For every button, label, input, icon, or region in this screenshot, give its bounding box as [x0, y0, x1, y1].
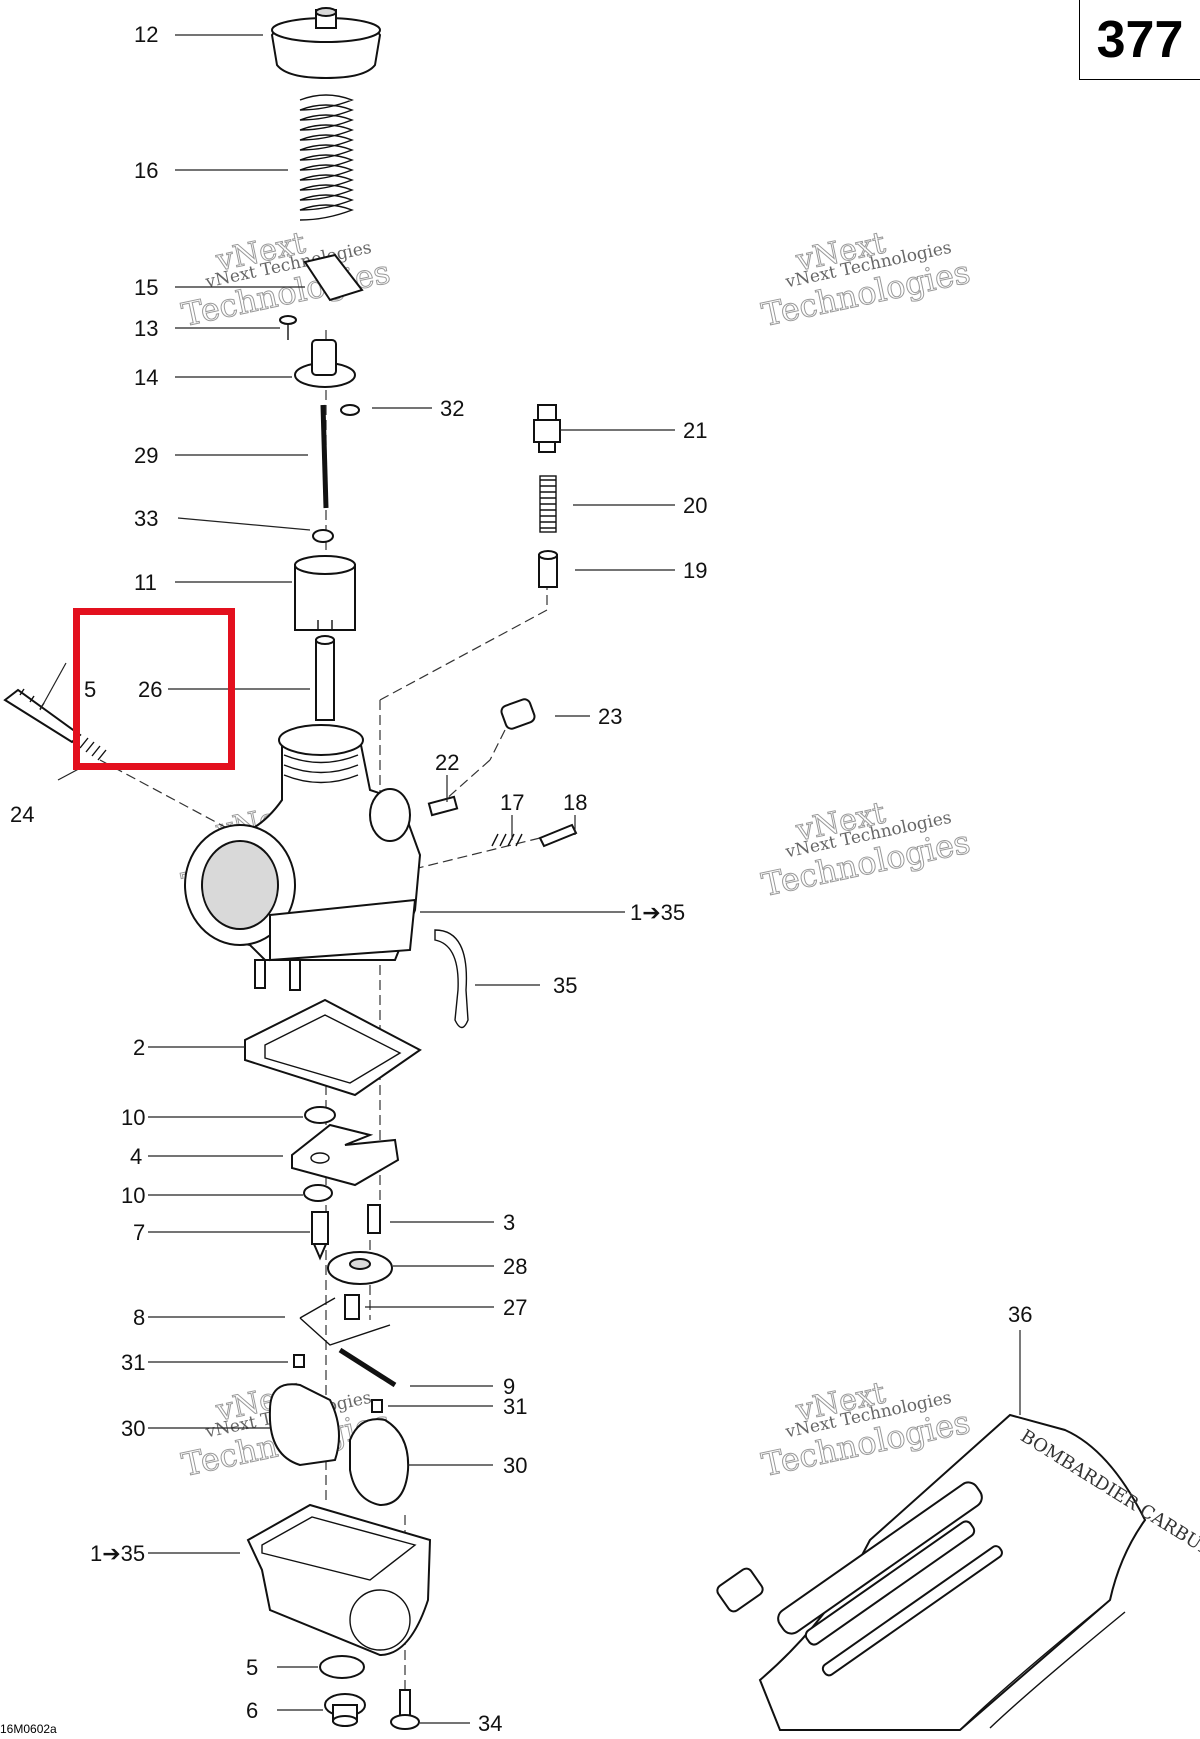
- part-16-spring: [299, 94, 354, 221]
- part-6-drain-plug: [324, 1693, 366, 1727]
- callout-11: 11: [134, 570, 157, 595]
- part-28-baffle: [327, 1251, 393, 1285]
- callout-8: 8: [133, 1305, 145, 1330]
- part-33-washer: [312, 529, 334, 543]
- part-35-gasket-ring: [434, 929, 469, 1029]
- part-30-float-right: [349, 1418, 410, 1507]
- callout-33: 33: [134, 506, 158, 531]
- part-8-float-arm: [299, 1297, 391, 1346]
- part-4-plate: [291, 1123, 400, 1187]
- callout-22: 22: [435, 750, 459, 775]
- callout-2: 2: [133, 1035, 145, 1060]
- callout-1-35-lower: 1➔35: [90, 1541, 145, 1566]
- callout-23: 23: [598, 704, 622, 729]
- callout-36: 36: [1008, 1302, 1032, 1327]
- callout-30-left: 30: [121, 1416, 145, 1441]
- callout-18: 18: [563, 790, 587, 815]
- part-31-pin-a: [293, 1354, 305, 1368]
- page-number: 377: [1096, 10, 1184, 69]
- callout-4: 4: [130, 1144, 142, 1169]
- figure-code: 16M0602a: [0, 1722, 57, 1736]
- watermark-top-left: vNext vNext Technologies Technologies: [178, 225, 394, 334]
- callout-10-lower: 10: [121, 1183, 145, 1208]
- callout-3: 3: [503, 1210, 515, 1235]
- callout-labels: 12 16 15 13 14 32 29 21 20 33 19 11 5 26…: [10, 22, 1032, 1736]
- callout-29: 29: [134, 443, 158, 468]
- callout-19: 19: [683, 558, 707, 583]
- callout-5-lower: 5: [246, 1655, 258, 1680]
- float-bowl: [246, 1503, 432, 1657]
- part-26-needle-jet: [315, 635, 335, 721]
- page-number-box: 377: [1079, 0, 1200, 80]
- watermark-mid-right: vNext vNext Technologies Technologies: [758, 795, 974, 904]
- highlight-box: [73, 608, 235, 770]
- part-7-needle-valve: [311, 1211, 329, 1261]
- callout-24: 24: [10, 802, 34, 827]
- part-2-gasket: [244, 998, 422, 1097]
- callout-17: 17: [500, 790, 524, 815]
- part-14-needle-holder: [294, 339, 356, 388]
- part-20-spring: [539, 475, 557, 533]
- part-13-screw: [279, 315, 297, 340]
- callout-1-35-upper: 1➔35: [630, 900, 685, 925]
- callout-30-right: 30: [503, 1453, 527, 1478]
- callout-26: 26: [138, 677, 162, 702]
- callout-15: 15: [134, 275, 158, 300]
- part-32-e-clip: [340, 404, 360, 416]
- leader-lines: [39, 34, 1021, 1724]
- watermark-top-right: vNext vNext Technologies Technologies: [758, 225, 974, 334]
- part-5-gasket-lower: [319, 1655, 365, 1679]
- part-10-o-ring-lower: [303, 1184, 333, 1202]
- callout-27: 27: [503, 1295, 527, 1320]
- carburetor-body: [184, 724, 422, 991]
- part-11-throttle-slide: [294, 555, 356, 631]
- part-18-idle-screw: [538, 823, 578, 848]
- part-9-float-pin: [338, 1347, 397, 1388]
- callout-5-upper: 5: [84, 677, 96, 702]
- part-22-screw: [427, 795, 459, 817]
- callout-34: 34: [478, 1711, 502, 1736]
- callout-16: 16: [134, 158, 158, 183]
- callout-32: 32: [440, 396, 464, 421]
- callout-13: 13: [134, 316, 158, 341]
- callout-35: 35: [553, 973, 577, 998]
- callout-28: 28: [503, 1254, 527, 1279]
- part-3-pilot-jet: [367, 1204, 381, 1234]
- part-10-o-ring-upper: [304, 1106, 336, 1124]
- watermark-bottom-right: vNext vNext Technologies Technologies: [758, 1375, 974, 1484]
- part-17-spring: [491, 833, 523, 847]
- callout-6: 6: [246, 1698, 258, 1723]
- part-23-cap: [500, 698, 536, 730]
- part-29-jet-needle: [320, 404, 329, 509]
- part-24-spring: [79, 737, 107, 761]
- part-19-plunger: [538, 550, 558, 588]
- part-27-main-jet: [344, 1294, 360, 1320]
- part-30-float-left: [268, 1383, 340, 1467]
- callout-7: 7: [133, 1220, 145, 1245]
- callout-31-right: 31: [503, 1394, 527, 1419]
- callout-9: 9: [503, 1374, 515, 1399]
- part-12-cap: [270, 7, 382, 80]
- callout-20: 20: [683, 493, 707, 518]
- callout-14: 14: [134, 365, 158, 390]
- part-21-cable-adjuster: [533, 404, 561, 453]
- part-5-air-screw: [3, 688, 82, 744]
- callout-21: 21: [683, 418, 707, 443]
- callout-31-left: 31: [121, 1350, 145, 1375]
- callout-12: 12: [134, 22, 158, 47]
- part-31-pin-b: [371, 1399, 383, 1413]
- callout-10-upper: 10: [121, 1105, 145, 1130]
- part-34-screw: [390, 1689, 420, 1730]
- part-15-plate: [303, 253, 364, 302]
